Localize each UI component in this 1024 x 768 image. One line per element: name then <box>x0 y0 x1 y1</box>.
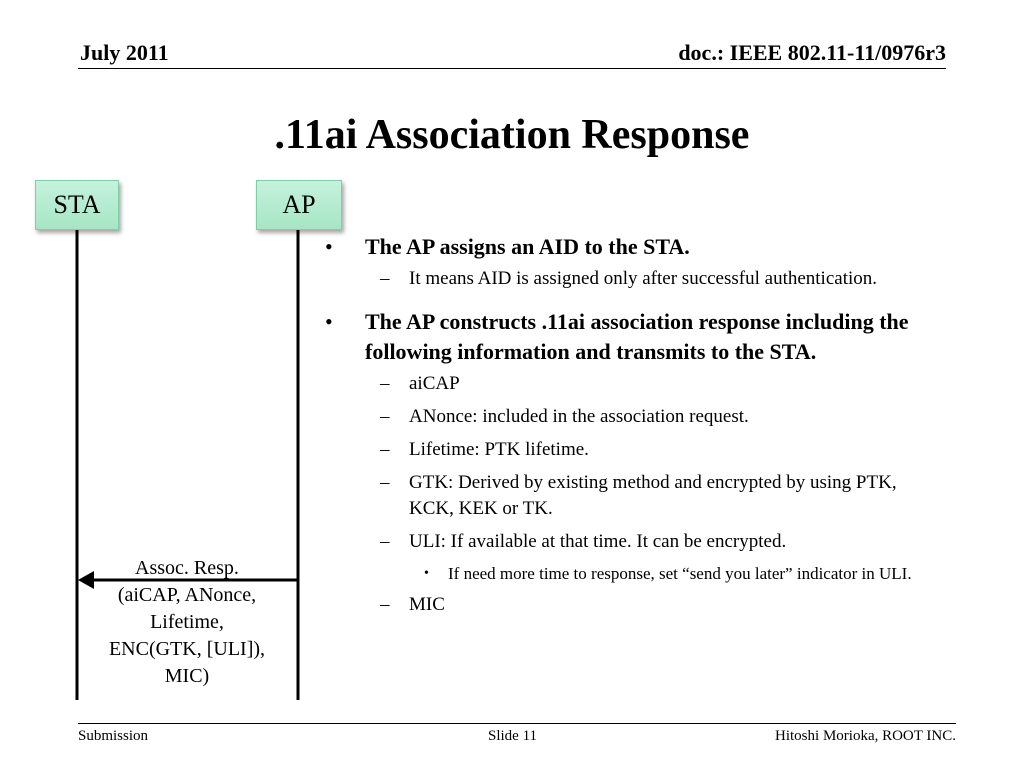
dash-marker: – <box>380 594 390 615</box>
sub-bullet-item: – GTK: Derived by existing method and en… <box>325 470 935 522</box>
sub-bullet-item: – ULI: If available at that time. It can… <box>325 529 935 555</box>
sub-bullet-item: – It means AID is assigned only after su… <box>325 266 935 292</box>
footer-submission: Submission <box>78 728 149 744</box>
dash-marker: – <box>380 439 390 460</box>
bullet-dot: • <box>325 234 333 259</box>
dash-marker: – <box>380 268 390 289</box>
sub-bullet-text: aiCAP <box>409 373 460 394</box>
dash-marker: – <box>380 373 390 394</box>
header-date: July 2011 <box>80 40 169 65</box>
sta-entity-box: STA <box>35 180 119 230</box>
sub-bullet-text: MIC <box>409 594 445 615</box>
bullet-dot: • <box>325 309 333 334</box>
dash-marker: – <box>380 531 390 552</box>
sub-bullet-text: ANonce: included in the association requ… <box>409 406 749 427</box>
dash-marker: – <box>380 406 390 427</box>
bullet-text: The AP constructs .11ai association resp… <box>365 309 909 364</box>
bullet-dot: • <box>424 566 429 581</box>
bullet-text: The AP assigns an AID to the STA. <box>365 234 690 259</box>
sub-sub-bullet-item: • If need more time to response, set “se… <box>325 562 935 585</box>
ap-entity-box: AP <box>256 180 342 230</box>
dash-marker: – <box>380 472 390 493</box>
sub-bullet-item: – Lifetime: PTK lifetime. <box>325 437 935 463</box>
message-line: (aiCAP, ANonce, <box>117 584 257 606</box>
footer-author: Hitoshi Morioka, ROOT INC. <box>775 728 956 744</box>
sub-bullet-item: – MIC <box>325 592 935 618</box>
sub-bullet-text: It means AID is assigned only after succ… <box>409 268 878 289</box>
sub-bullet-item: – ANonce: included in the association re… <box>325 404 935 430</box>
bullet-list: • The AP assigns an AID to the STA. – It… <box>325 230 935 625</box>
header-divider <box>78 68 946 69</box>
sub-sub-bullet-text: If need more time to response, set “send… <box>448 564 912 583</box>
bullet-item: • The AP constructs .11ai association re… <box>325 307 935 367</box>
message-line: Lifetime, <box>150 611 224 633</box>
sub-bullet-text: GTK: Derived by existing method and encr… <box>409 472 897 519</box>
message-line: ENC(GTK, [ULI]), <box>108 638 266 660</box>
sub-bullet-item: – aiCAP <box>325 371 935 397</box>
message-line: Assoc. Resp. <box>135 557 239 579</box>
bullet-item: • The AP assigns an AID to the STA. <box>325 232 935 262</box>
message-line: MIC) <box>164 665 210 687</box>
slide-title: .11ai Association Response <box>274 112 750 158</box>
header-doc-id: doc.: IEEE 802.11-11/0976r3 <box>678 40 946 65</box>
message-label: Assoc. Resp. (aiCAP, ANonce, Lifetime, E… <box>80 555 294 690</box>
footer-divider <box>78 723 956 724</box>
footer-slide-number: Slide 11 <box>488 728 538 744</box>
message-arrow-head <box>78 571 94 589</box>
sub-bullet-text: Lifetime: PTK lifetime. <box>409 439 589 460</box>
sub-bullet-text: ULI: If available at that time. It can b… <box>409 531 787 552</box>
